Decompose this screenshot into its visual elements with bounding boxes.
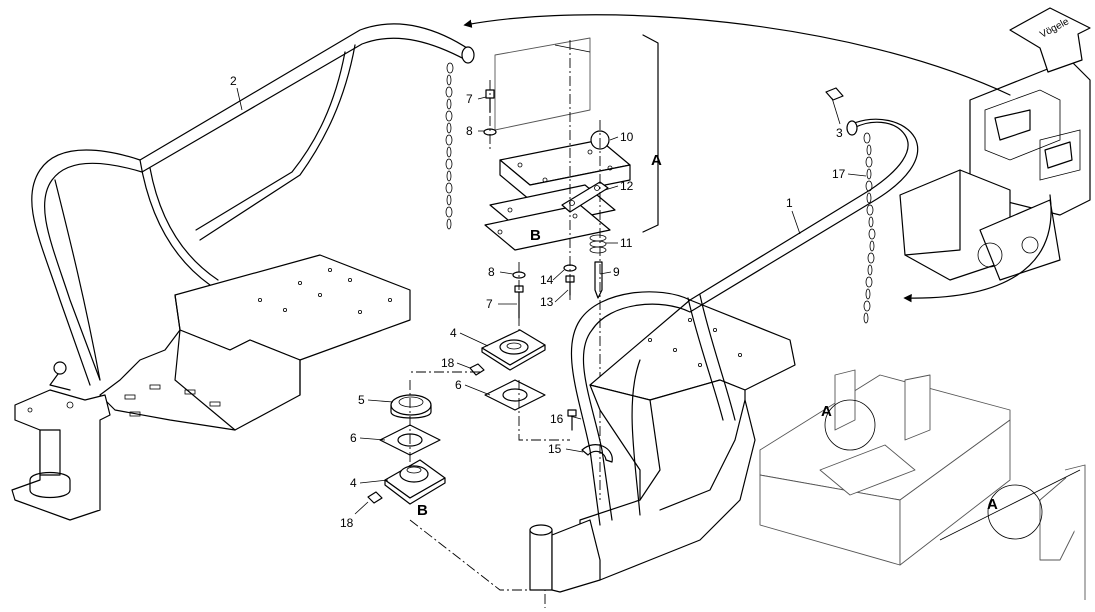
bracket-a (642, 34, 659, 233)
callout-14: 14 (540, 273, 554, 287)
callout-7-top: 7 (466, 92, 473, 106)
callout-11: 11 (620, 236, 633, 250)
callout-18-upper: 18 (441, 356, 455, 370)
callout-4-lower: 4 (350, 476, 357, 490)
detail-a-bracket: A (651, 152, 662, 169)
callout-6-lower: 6 (350, 431, 357, 445)
callout-18-lower: 18 (340, 516, 354, 530)
callout-7-lower: 7 (486, 297, 493, 311)
detail-a-view-1: A (821, 403, 832, 420)
callout-2: 2 (230, 74, 237, 88)
callout-1: 1 (786, 196, 793, 210)
right-handrail-assembly (529, 87, 919, 593)
callout-8-top: 8 (466, 124, 473, 138)
detail-labels: A A A B B (417, 152, 998, 519)
detail-a-view-2: A (987, 496, 998, 513)
callout-16: 16 (550, 412, 564, 426)
arrow-to-right-handrail (903, 194, 1052, 303)
callout-4-upper: 4 (450, 326, 457, 340)
callout-17: 17 (832, 167, 846, 181)
callout-6-upper: 6 (455, 378, 462, 392)
callout-9: 9 (613, 265, 620, 279)
callout-labels: 1 2 3 4 4 5 6 6 7 7 8 8 9 10 11 12 13 14… (230, 74, 846, 530)
callout-3: 3 (836, 126, 843, 140)
left-handrail-assembly (11, 23, 475, 521)
arrow-to-left-handrail (463, 14, 1011, 96)
callout-13: 13 (540, 295, 554, 309)
callout-15: 15 (548, 442, 562, 456)
detail-b-upper: B (530, 227, 541, 244)
leader-lines (236, 87, 867, 515)
center-exploded-parts (367, 37, 631, 608)
machine-frame-view (759, 369, 1086, 600)
callout-5: 5 (358, 393, 365, 407)
callout-10: 10 (620, 130, 634, 144)
detail-b-lower: B (417, 502, 428, 519)
callout-8-lower: 8 (488, 265, 495, 279)
callout-12: 12 (620, 179, 634, 193)
paver-machine-view: Vögele (899, 7, 1091, 281)
